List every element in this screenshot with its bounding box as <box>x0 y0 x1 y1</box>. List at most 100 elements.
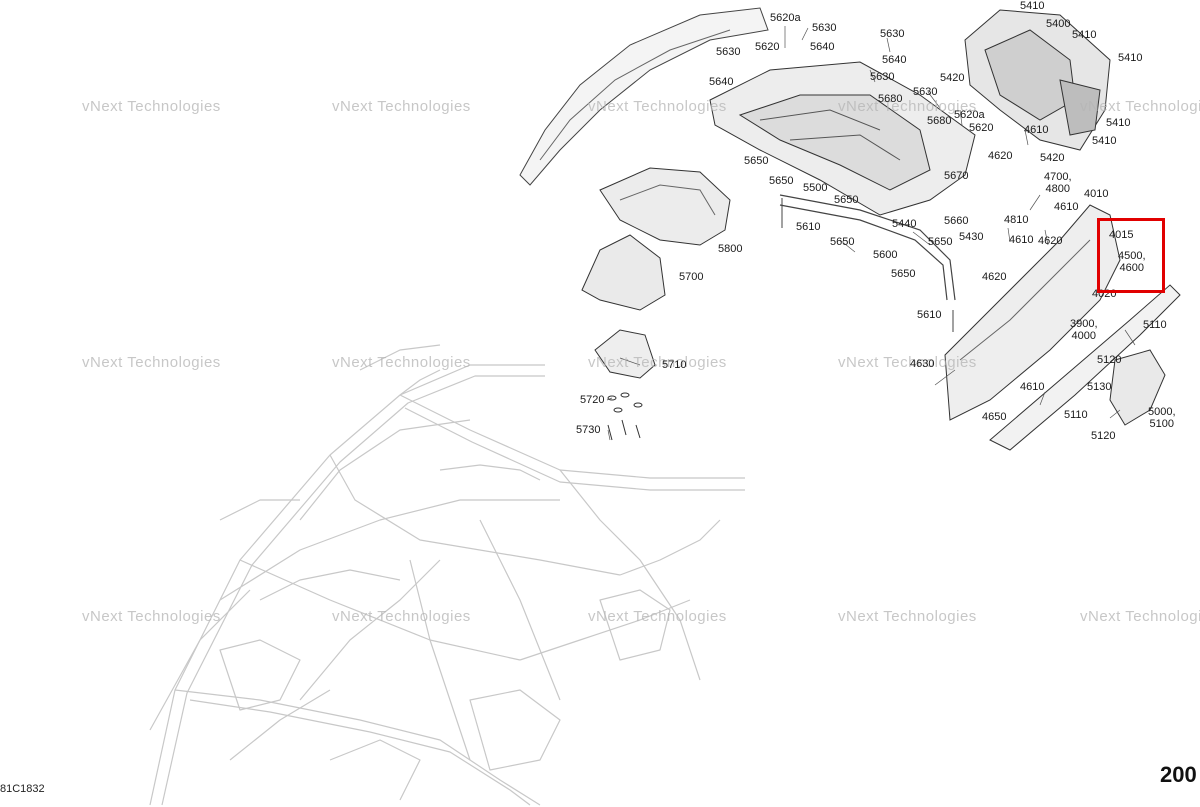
callout-label[interactable]: 5630 <box>913 86 938 98</box>
watermark-text: vNext Technologies <box>838 354 977 371</box>
watermark: vNext Technologies <box>82 608 221 625</box>
callout-label[interactable]: 5680 <box>927 115 952 127</box>
callout-label[interactable]: 4610 <box>1020 381 1045 393</box>
callout-label[interactable]: 4650 <box>982 411 1007 423</box>
side-panel-drawing <box>944 204 1121 421</box>
watermark-text: vNext Technologies <box>588 98 727 115</box>
cover-5800-drawing <box>599 167 731 246</box>
watermark: vNext Technologies <box>82 98 221 115</box>
hardware-drawing <box>607 392 643 441</box>
callout-label[interactable]: 4620 <box>982 271 1007 283</box>
callout-label[interactable]: 5700 <box>679 271 704 283</box>
callout-label[interactable]: 5110 <box>1143 319 1167 331</box>
callout-label[interactable]: 5110 <box>1064 409 1088 421</box>
callout-label[interactable]: 4620 <box>1038 235 1063 247</box>
callout-label[interactable]: 5610 <box>796 221 821 233</box>
callout-label[interactable]: 5640 <box>709 76 734 88</box>
watermark: vNext Technologies <box>332 608 471 625</box>
callout-label[interactable]: 5650 <box>928 236 953 248</box>
watermark-text: vNext Technologies <box>332 608 471 625</box>
callout-label[interactable]: 5710 <box>662 359 687 371</box>
bumper-bar-drawing <box>779 194 956 301</box>
callout-label[interactable]: 5630 <box>716 46 741 58</box>
chassis-frame-drawing <box>149 344 745 806</box>
watermark: vNext Technologies <box>1080 609 1200 624</box>
bracket-5710-drawing <box>594 329 656 379</box>
cargo-box-drawing <box>709 61 976 216</box>
watermark: vNext Technologies <box>588 608 727 625</box>
callout-label[interactable]: 4015 <box>1109 229 1134 241</box>
watermark-text: vNext Technologies <box>1080 98 1200 115</box>
page-number: 200 <box>1160 762 1197 787</box>
callout-label[interactable]: 5680 <box>878 93 903 105</box>
callout-label[interactable]: 5640 <box>882 54 907 66</box>
watermark-text: vNext Technologies <box>838 608 977 625</box>
callout-label[interactable]: 4620 <box>988 150 1013 162</box>
watermark: vNext Technologies <box>588 354 727 371</box>
callout-label[interactable]: 5800 <box>718 243 743 255</box>
callout-label[interactable]: 5410 <box>1106 117 1131 129</box>
callout-label[interactable]: 5620a <box>770 12 801 24</box>
watermark-text: vNext Technologies <box>838 98 977 115</box>
callout-label[interactable]: 5650 <box>834 194 859 206</box>
callout-label[interactable]: 5420 <box>1040 152 1065 164</box>
callout-label[interactable]: 5410 <box>1072 29 1097 41</box>
watermark-text: vNext Technologies <box>82 98 221 115</box>
callout-label[interactable]: 5620 <box>755 41 780 53</box>
watermark: vNext Technologies <box>332 354 471 371</box>
callout-label[interactable]: 5610 <box>917 309 942 321</box>
rear-fender-drawing <box>519 7 769 186</box>
callout-label[interactable]: 5630 <box>870 71 895 83</box>
callout-label[interactable]: 5650 <box>891 268 916 280</box>
callout-label[interactable]: 5440 <box>892 218 917 230</box>
watermark-text: vNext Technologies <box>588 608 727 625</box>
callout-label[interactable]: 5400 <box>1046 18 1071 30</box>
callout-label[interactable]: 5730 <box>576 424 601 436</box>
rear-grille-drawing <box>964 9 1111 151</box>
watermark-text: vNext Technologies <box>332 354 471 371</box>
callout-label[interactable]: 5620a <box>954 109 985 121</box>
callout-label[interactable]: 5670 <box>944 170 969 182</box>
callout-label[interactable]: 5500 <box>803 182 828 194</box>
callout-label[interactable]: 5430 <box>959 231 984 243</box>
callout-label[interactable]: 5120 <box>1097 354 1122 366</box>
callout-label[interactable]: 5630 <box>880 28 905 40</box>
callout-label[interactable]: 5660 <box>944 215 969 227</box>
diagram-code: 81C1832 <box>0 783 45 795</box>
highlight-box <box>1097 218 1165 293</box>
callout-label[interactable]: 4610 <box>1009 234 1034 246</box>
callout-label[interactable]: 5120 <box>1091 430 1116 442</box>
callout-label[interactable]: 5640 <box>810 41 835 53</box>
callout-label[interactable]: 5620 <box>969 122 994 134</box>
callout-label[interactable]: 4810 <box>1004 214 1029 226</box>
watermark: vNext Technologies <box>588 98 727 115</box>
callout-label[interactable]: 5650 <box>744 155 769 167</box>
callout-label[interactable]: 4700, 4800 <box>1044 171 1072 195</box>
callout-label[interactable]: 5410 <box>1020 0 1045 12</box>
callout-label[interactable]: 5410 <box>1092 135 1117 147</box>
watermark-text: vNext Technologies <box>82 354 221 371</box>
callout-label[interactable]: 5000, 5100 <box>1148 406 1176 430</box>
side-trim-drawing <box>989 284 1181 451</box>
callout-label[interactable]: 5720 <box>580 394 605 406</box>
callout-label[interactable]: 4010 <box>1084 188 1109 200</box>
callout-label[interactable]: 5600 <box>873 249 898 261</box>
watermark: vNext Technologies <box>82 354 221 371</box>
callout-label[interactable]: 5410 <box>1118 52 1143 64</box>
callout-label[interactable]: 4610 <box>1024 124 1049 136</box>
callout-label[interactable]: 5650 <box>769 175 794 187</box>
callout-label[interactable]: 5420 <box>940 72 965 84</box>
callout-label[interactable]: 4610 <box>1054 201 1079 213</box>
callout-label[interactable]: 5630 <box>812 22 837 34</box>
callout-label[interactable]: 4630 <box>910 358 935 370</box>
callout-label[interactable]: 5650 <box>830 236 855 248</box>
leader-lines <box>606 26 1136 441</box>
watermark-text: vNext Technologies <box>82 608 221 625</box>
rod-5610-drawing <box>781 198 954 332</box>
callout-label[interactable]: 5130 <box>1087 381 1112 393</box>
callout-label[interactable]: 3900, 4000 <box>1070 318 1098 342</box>
watermark-text: vNext Technologies <box>588 354 727 371</box>
callout-label[interactable]: 4500, 4600 <box>1118 250 1146 274</box>
